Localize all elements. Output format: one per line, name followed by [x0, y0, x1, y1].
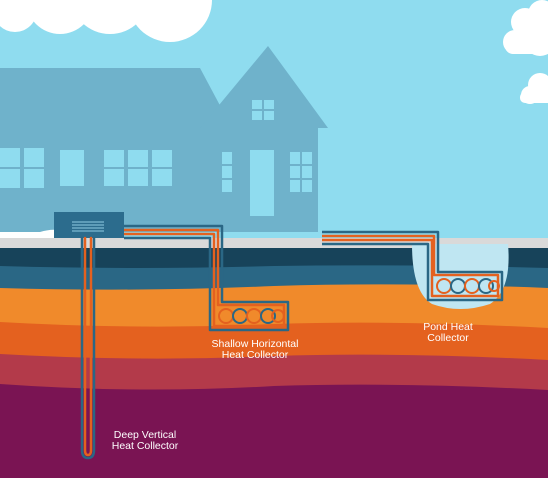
shallow-coils	[218, 308, 285, 324]
ground-surface	[0, 238, 548, 248]
bedrock-purple-layer	[0, 384, 548, 478]
deep-vertical-collector-label: Deep Vertical Heat Collector	[111, 429, 179, 452]
deep-vertical-pipe	[80, 236, 96, 460]
soil-crimson-layer	[0, 354, 548, 392]
shallow-horizontal-collector-label: Shallow Horizontal Heat Collector	[211, 338, 299, 361]
water-table-mid	[0, 265, 548, 291]
cloud-right-middle	[520, 73, 548, 104]
cloud-top-left	[0, 0, 212, 42]
soil-orange-layer	[0, 284, 548, 330]
water-table-dark	[0, 248, 548, 270]
pond-coils	[436, 278, 500, 294]
house	[0, 46, 328, 232]
cloud-top-right	[503, 0, 548, 56]
soil-red-orange-layer	[0, 322, 548, 362]
pond-heat-collector-label: Pond Heat Collector	[423, 321, 473, 344]
heat-pump-unit	[54, 212, 124, 238]
